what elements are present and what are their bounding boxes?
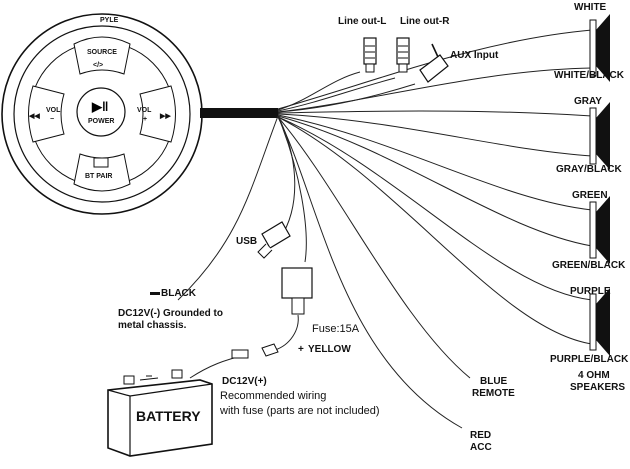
play-pause-icon: ▶‖: [91, 99, 108, 114]
speaker-2: [589, 102, 610, 170]
speaker-3: [589, 196, 610, 264]
battery-positive-terminal: [171, 369, 183, 379]
brand-logo: PYLE: [100, 17, 119, 24]
speaker-2-neg-label: GRAY/BLACK: [556, 164, 623, 175]
vol-down-button[interactable]: [28, 85, 65, 143]
code-icon: </>: [93, 62, 103, 69]
vol-up-button[interactable]: [139, 85, 176, 143]
recommended-line1: Recommended wiring: [220, 390, 326, 402]
marine-controller: PYLE SOURCE </> VOL − ◀◀ VOL + ▶▶ BT PAI…: [1, 13, 203, 215]
yellow-sign: +: [298, 344, 304, 355]
speaker-note-line2: SPEAKERS: [570, 382, 625, 393]
power-button[interactable]: [76, 87, 126, 137]
line-out-l-label: Line out-L: [338, 16, 386, 27]
usb-connector[interactable]: [257, 221, 291, 259]
bt-pair-icon: [93, 157, 109, 168]
dc-positive-label: DC12V(+): [222, 376, 267, 387]
aux-input-connector[interactable]: [419, 43, 449, 83]
black-note-line2: metal chassis.: [118, 320, 187, 331]
battery-label: BATTERY: [136, 408, 201, 424]
aux-input-label: AUX Input: [450, 50, 499, 61]
speaker-3-neg-label: GREEN/BLACK: [552, 260, 626, 271]
speaker-1-neg-label: WHITE/BLACK: [554, 70, 625, 81]
battery-negative-terminal: [123, 375, 135, 385]
main-harness: [200, 108, 278, 118]
speaker-4: [589, 288, 610, 356]
black-note-line1: DC12V(-) Grounded to: [118, 308, 223, 319]
harness-wires: [177, 29, 593, 429]
fuse-holder: [281, 267, 313, 315]
battery: [107, 369, 213, 457]
black-sign: ▬: [150, 287, 160, 298]
recommended-line2: with fuse (parts are not included): [219, 405, 380, 417]
fuse-label: Fuse:15A: [312, 323, 360, 335]
source-button[interactable]: [73, 36, 131, 75]
line-out-r-label: Line out-R: [400, 16, 450, 27]
speaker-4-neg-label: PURPLE/BLACK: [550, 354, 629, 365]
speaker-4-pos-label: PURPLE: [570, 286, 611, 297]
speaker-note-line1: 4 OHM: [578, 370, 610, 381]
bt-pair-label: BT PAIR: [85, 173, 112, 180]
speaker-2-pos-label: GRAY: [574, 96, 602, 107]
speaker-3-pos-label: GREEN: [572, 190, 608, 201]
line-out-r-connector[interactable]: [396, 37, 410, 73]
yellow-wire-label: YELLOW: [308, 344, 351, 355]
blue-remote-label-2: REMOTE: [472, 388, 515, 399]
vol-down-sign: −: [50, 116, 54, 123]
power-label: POWER: [88, 118, 114, 125]
black-wire-label: BLACK: [161, 288, 197, 299]
blue-remote-label-1: BLUE: [480, 376, 508, 387]
yellow-wire-connector: [231, 343, 279, 359]
usb-label: USB: [236, 236, 257, 247]
speaker-1: [589, 14, 610, 82]
vol-up-sign: +: [143, 116, 147, 123]
source-label: SOURCE: [87, 49, 117, 56]
previous-icon: ◀◀: [28, 113, 40, 120]
vol-down-label: VOL: [46, 107, 61, 114]
next-icon: ▶▶: [159, 113, 171, 120]
speaker-1-pos-label: WHITE: [574, 2, 607, 13]
red-acc-label-2: ACC: [470, 442, 492, 453]
line-out-l-connector[interactable]: [363, 37, 377, 73]
red-acc-label-1: RED: [470, 430, 491, 441]
vol-up-label: VOL: [137, 107, 152, 114]
